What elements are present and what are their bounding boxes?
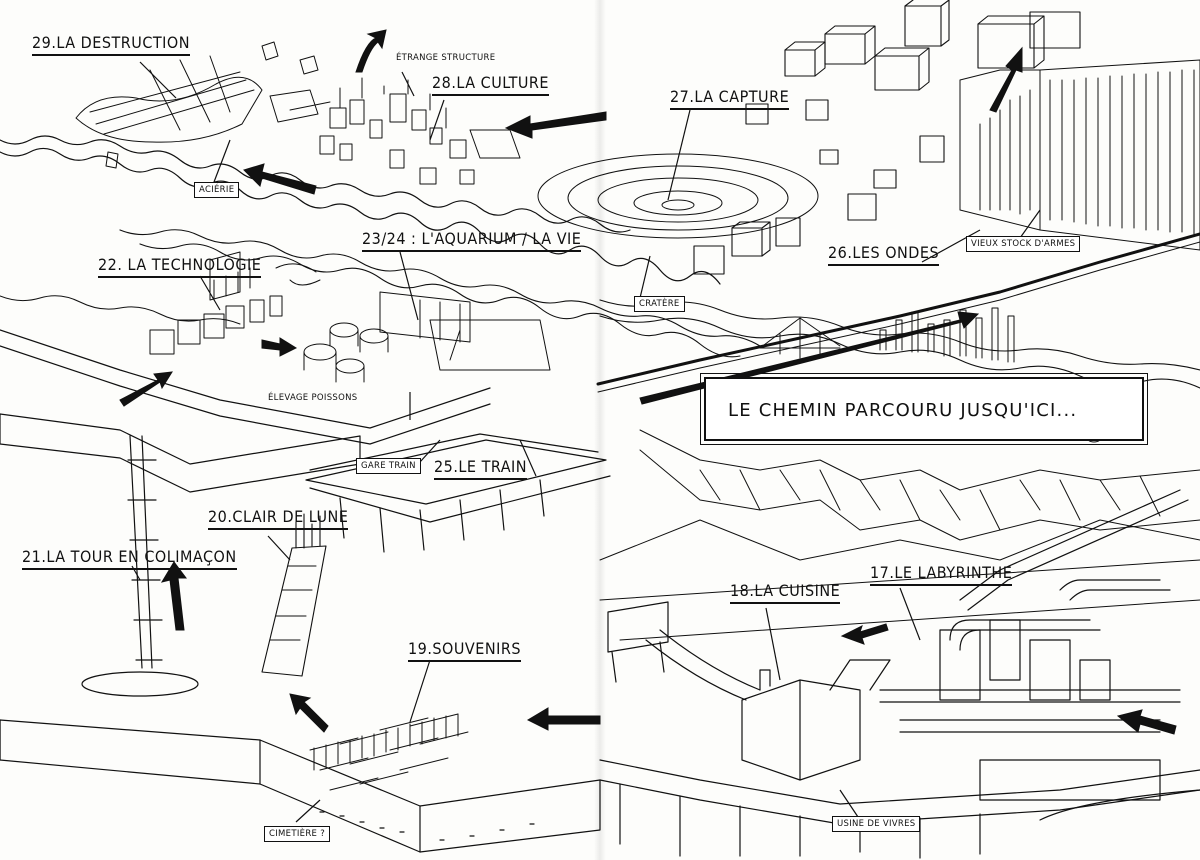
label-26-ondes: 26.LES ONDES bbox=[828, 244, 940, 266]
tag-usine-de-vivres: USINE DE VIVRES bbox=[832, 816, 921, 832]
label-29-destruction: 29.LA DESTRUCTION bbox=[32, 34, 191, 56]
title-banner: LE CHEMIN PARCOURU JUSQU'ICI... bbox=[700, 373, 1148, 445]
river-edge-upper bbox=[0, 135, 631, 233]
lower-right-platform bbox=[599, 759, 1200, 859]
river-right bbox=[599, 299, 1200, 371]
arrow-labyrinthe-to-cuisine bbox=[840, 623, 889, 645]
arrow-capture-to-culture bbox=[504, 111, 607, 139]
tag-gare-train: GARE TRAIN bbox=[356, 458, 421, 474]
tag-cimetiere: CIMETIÈRE ? bbox=[264, 826, 331, 842]
tag-cratere: CRATÈRE bbox=[634, 296, 685, 312]
river-edge-mid-left bbox=[119, 229, 761, 347]
spiral-tower bbox=[81, 435, 199, 697]
bridge bbox=[759, 317, 841, 359]
label-28-culture: 28.LA CULTURE bbox=[432, 74, 550, 96]
train-platform bbox=[305, 433, 611, 553]
river-edge-lower bbox=[0, 147, 721, 285]
city-blocks bbox=[693, 0, 1081, 275]
cemetery bbox=[309, 713, 469, 791]
lower-left-quay bbox=[0, 719, 601, 853]
arrow-tower-up bbox=[160, 561, 187, 631]
kitchen-building bbox=[607, 601, 891, 781]
arrow-culture-to-acierie bbox=[243, 163, 317, 195]
label-20-clair-de-lune: 20.CLAIR DE LUNE bbox=[208, 508, 349, 530]
destruction-wreckage bbox=[75, 41, 331, 169]
arrow-technologie-up bbox=[119, 371, 173, 407]
arrow-labyrinthe-in bbox=[1116, 709, 1177, 735]
label-19-souvenirs: 19.SOUVENIRS bbox=[408, 640, 521, 662]
crater bbox=[537, 153, 819, 239]
tag-acierie: ACIÉRIE bbox=[194, 182, 240, 198]
city-skyline bbox=[879, 307, 1015, 363]
arrow-ship-to-cimetiere bbox=[289, 693, 329, 733]
banner-text: LE CHEMIN PARCOURU JUSQU'ICI... bbox=[728, 400, 1078, 421]
label-25-train: 25.LE TRAIN bbox=[434, 458, 528, 480]
culture-city bbox=[319, 77, 521, 185]
label-22-technologie: 22. LA TECHNOLOGIE bbox=[98, 256, 262, 278]
labyrinth-pipes bbox=[879, 489, 1200, 821]
aquarium-tanks bbox=[303, 291, 551, 383]
arrow-towers-up bbox=[989, 46, 1023, 113]
book-gutter bbox=[594, 0, 606, 860]
railway bbox=[596, 232, 1200, 386]
arrow-souvenirs-to-cuisine bbox=[526, 707, 601, 731]
arrow-technologie-right bbox=[261, 337, 298, 357]
arrow-culture-to-destruction bbox=[355, 29, 387, 73]
label-23-24-aquarium: 23/24 : L'AQUARIUM / LA VIE bbox=[362, 230, 582, 252]
label-27-capture: 27.LA CAPTURE bbox=[670, 88, 790, 110]
right-terrain bbox=[599, 429, 1200, 641]
tag-vieux-stock-armes: VIEUX STOCK D'ARMES bbox=[966, 236, 1081, 252]
ship bbox=[261, 513, 327, 677]
dark-towers bbox=[959, 59, 1200, 251]
label-18-cuisine: 18.LA CUISINE bbox=[730, 582, 841, 604]
tag-elevage-poissons: ÉLEVAGE POISSONS bbox=[268, 393, 358, 403]
label-21-tour: 21.LA TOUR EN COLIMAÇON bbox=[22, 548, 237, 570]
label-17-labyrinthe: 17.LE LABYRINTHE bbox=[870, 564, 1013, 586]
tag-etrange-structure: ÉTRANGE STRUCTURE bbox=[396, 53, 496, 63]
technology-plant bbox=[149, 251, 321, 355]
